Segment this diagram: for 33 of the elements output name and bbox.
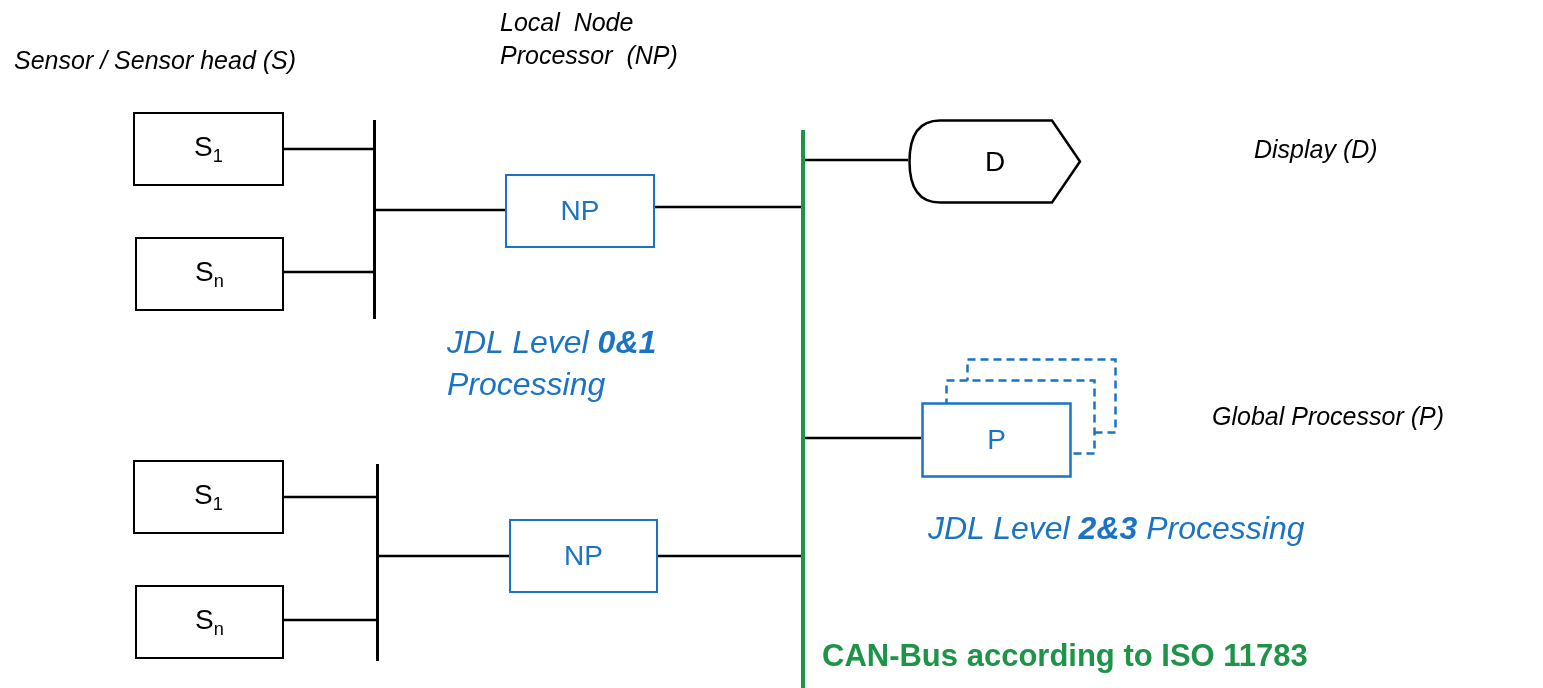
connector-line (378, 554, 509, 558)
global-processor-caption: Global Processor (P) (1212, 401, 1445, 432)
connector-line (284, 270, 373, 274)
node-label: NP (560, 195, 600, 227)
node-processor-caption: Local Node Processor (NP) (500, 7, 679, 71)
sensor-box (135, 237, 284, 311)
sensor-box (133, 460, 284, 534)
node-label: P (987, 424, 1006, 456)
bus-caption: CAN-Bus according to ISO 11783 (822, 638, 1308, 674)
node-processor-box (509, 519, 658, 593)
node-label: NP (564, 540, 603, 572)
node-label: D (984, 145, 1006, 178)
connector-line (284, 147, 373, 151)
processing-level-note: JDL Level 0&1 Processing (447, 323, 658, 404)
connector-line (375, 208, 505, 212)
node-label: S$_{n}$ (195, 603, 224, 641)
sensor-box (135, 585, 284, 659)
connector-line (658, 554, 801, 558)
sensor-caption: Sensor / Sensor head (S) (14, 45, 297, 76)
processing-level-note: JDL Level 2&3 Processing (928, 509, 1305, 548)
connector-line (284, 495, 376, 499)
node-label: S$_{1}$ (194, 478, 223, 516)
connector-line (804, 158, 908, 162)
display-caption: Display (D) (1254, 134, 1378, 165)
connector-line (804, 436, 921, 440)
sensor-box (133, 112, 284, 186)
local-bus-line (376, 464, 379, 661)
node-processor-box (505, 174, 655, 248)
connector-line (284, 618, 376, 622)
node-label: S$_{1}$ (194, 130, 223, 168)
node-label: S$_{n}$ (195, 255, 224, 293)
local-bus-line (373, 120, 376, 319)
connector-line (655, 205, 801, 209)
